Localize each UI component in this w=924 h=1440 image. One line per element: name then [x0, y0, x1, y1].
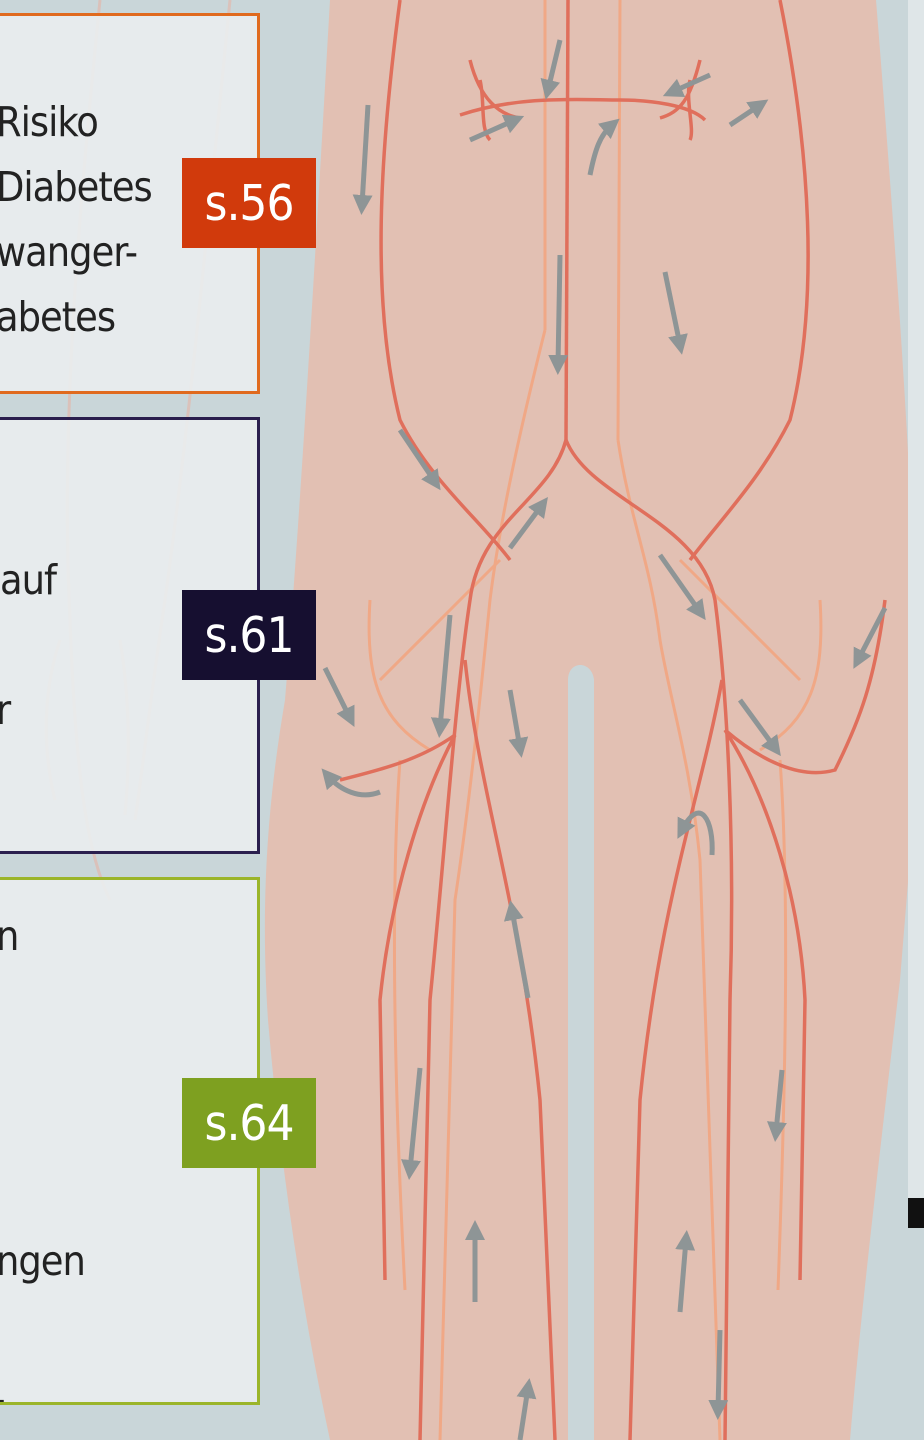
page-reference-tag[interactable]: s.64 [182, 1078, 316, 1168]
panel-line: auf [0, 548, 56, 613]
panel-line: wanger- [0, 220, 152, 285]
panel-text: Risiko Diabetes wanger- abetes [0, 90, 152, 350]
right-edge-panel [908, 0, 924, 1200]
page-reference-tag[interactable]: s.61 [182, 590, 316, 680]
panel-line: r [0, 678, 56, 743]
panel-line: Risiko [0, 90, 152, 155]
panel-text: auf r [0, 548, 56, 743]
panel-text: n ngen . [0, 904, 85, 1405]
panel-line: n [0, 904, 85, 969]
page-reference-tag[interactable]: s.56 [182, 158, 316, 248]
panel-line: abetes [0, 285, 152, 350]
right-edge-marker [908, 1198, 924, 1228]
leg-gap [568, 665, 594, 1440]
panel-line: Diabetes [0, 155, 152, 220]
panel-line: . [0, 1359, 85, 1405]
panel-line: ngen [0, 1229, 85, 1294]
